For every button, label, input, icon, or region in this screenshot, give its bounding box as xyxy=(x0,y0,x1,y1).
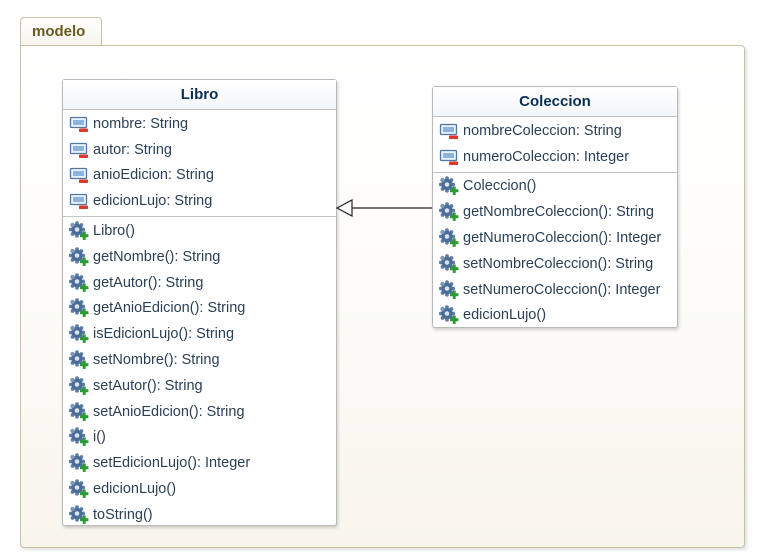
public-method-icon xyxy=(68,427,91,447)
public-method-icon xyxy=(438,202,461,222)
generalization-arrowhead xyxy=(335,199,353,217)
operation-item[interactable]: getAnioEdicion(): String xyxy=(63,296,336,322)
operation-item[interactable]: getNombre(): String xyxy=(63,244,336,270)
public-method-icon xyxy=(438,228,461,248)
public-method-icon xyxy=(438,305,461,325)
member-label: Coleccion() xyxy=(463,178,537,195)
public-method-icon xyxy=(68,298,91,318)
member-label: getAutor(): String xyxy=(93,274,204,291)
member-label: setNombre(): String xyxy=(93,352,220,369)
attributes-compartment: nombreColeccion: String numeroColeccion: … xyxy=(433,117,677,173)
operation-item[interactable]: toString() xyxy=(63,502,336,528)
operation-item[interactable]: isEdicionLujo(): String xyxy=(63,321,336,347)
attribute-item[interactable]: numeroColeccion: Integer xyxy=(433,144,677,170)
class-name: Libro xyxy=(63,80,336,110)
package-name: modelo xyxy=(32,23,86,40)
member-label: edicionLujo() xyxy=(93,481,177,498)
private-field-icon xyxy=(69,165,91,185)
member-label: nombreColeccion: String xyxy=(463,122,622,139)
private-field-icon xyxy=(439,121,461,141)
operation-item[interactable]: setNumeroColeccion(): Integer xyxy=(433,277,677,303)
operation-item[interactable]: setNombreColeccion(): String xyxy=(433,251,677,277)
member-label: numeroColeccion: Integer xyxy=(463,148,630,165)
package-tab[interactable]: modelo xyxy=(20,17,102,45)
private-field-icon xyxy=(439,147,461,167)
public-method-icon xyxy=(68,350,91,370)
attributes-compartment: nombre: String autor: String anioEdicion: … xyxy=(63,110,336,218)
member-label: setEdicionLujo(): Integer xyxy=(93,455,251,472)
operation-item[interactable]: edicionLujo() xyxy=(63,476,336,502)
public-method-icon xyxy=(438,176,461,196)
member-label: anioEdicion: String xyxy=(93,167,214,184)
private-field-icon xyxy=(69,140,91,160)
member-label: getNombreColeccion(): String xyxy=(463,204,654,221)
public-method-icon xyxy=(68,479,91,499)
operation-item[interactable]: edicionLujo() xyxy=(433,303,677,329)
member-label: setAutor(): String xyxy=(93,377,203,394)
public-method-icon xyxy=(438,279,461,300)
private-field-icon xyxy=(69,191,91,211)
member-label: isEdicionLujo(): String xyxy=(93,326,235,343)
public-method-icon xyxy=(68,401,91,422)
member-label: setNumeroColeccion(): Integer xyxy=(463,281,661,298)
operation-item[interactable]: Libro() xyxy=(63,218,336,244)
member-label: getNumeroColeccion(): Integer xyxy=(463,230,662,247)
operation-item[interactable]: Coleccion() xyxy=(433,174,677,200)
attribute-item[interactable]: anioEdicion: String xyxy=(63,163,336,189)
member-label: i() xyxy=(93,429,106,446)
public-method-icon xyxy=(438,254,461,274)
member-label: edicionLujo: String xyxy=(93,193,213,210)
attribute-item[interactable]: nombreColeccion: String xyxy=(433,118,677,144)
member-label: setAnioEdicion(): String xyxy=(93,403,245,420)
attribute-item[interactable]: autor: String xyxy=(63,137,336,163)
member-label: setNombreColeccion(): String xyxy=(463,255,654,272)
public-method-icon xyxy=(68,324,91,344)
member-label: getAnioEdicion(): String xyxy=(93,300,246,317)
operation-item[interactable]: getAutor(): String xyxy=(63,270,336,296)
member-label: autor: String xyxy=(93,141,172,158)
member-label: Libro() xyxy=(93,223,135,240)
member-label: edicionLujo() xyxy=(463,307,547,324)
public-method-icon xyxy=(68,376,91,396)
public-method-icon xyxy=(68,247,91,267)
operation-item[interactable]: getNumeroColeccion(): Integer xyxy=(433,225,677,251)
operations-compartment: Libro() getNombre(): String getAutor(): St… xyxy=(63,217,336,530)
public-method-icon xyxy=(68,505,91,525)
attribute-item[interactable]: nombre: String xyxy=(63,111,336,137)
operation-item[interactable]: i() xyxy=(63,425,336,451)
class-libro[interactable]: Libro nombre: String autor: String anioEdi… xyxy=(62,79,337,526)
operation-item[interactable]: setAnioEdicion(): String xyxy=(63,399,336,425)
operation-item[interactable]: setEdicionLujo(): Integer xyxy=(63,450,336,476)
operation-item[interactable]: getNombreColeccion(): String xyxy=(433,199,677,225)
class-coleccion[interactable]: Coleccion nombreColeccion: String numeroC… xyxy=(432,86,678,328)
operation-item[interactable]: setAutor(): String xyxy=(63,373,336,399)
operation-item[interactable]: setNombre(): String xyxy=(63,347,336,373)
member-label: getNombre(): String xyxy=(93,248,221,265)
member-label: nombre: String xyxy=(93,115,189,132)
operations-compartment: Coleccion() getNombreColeccion(): String g… xyxy=(433,173,677,331)
private-field-icon xyxy=(69,114,91,134)
public-method-icon xyxy=(68,221,91,241)
public-method-icon xyxy=(68,453,91,473)
attribute-item[interactable]: edicionLujo: String xyxy=(63,188,336,214)
member-label: toString() xyxy=(93,506,153,523)
class-name: Coleccion xyxy=(433,87,677,117)
public-method-icon xyxy=(68,272,91,293)
